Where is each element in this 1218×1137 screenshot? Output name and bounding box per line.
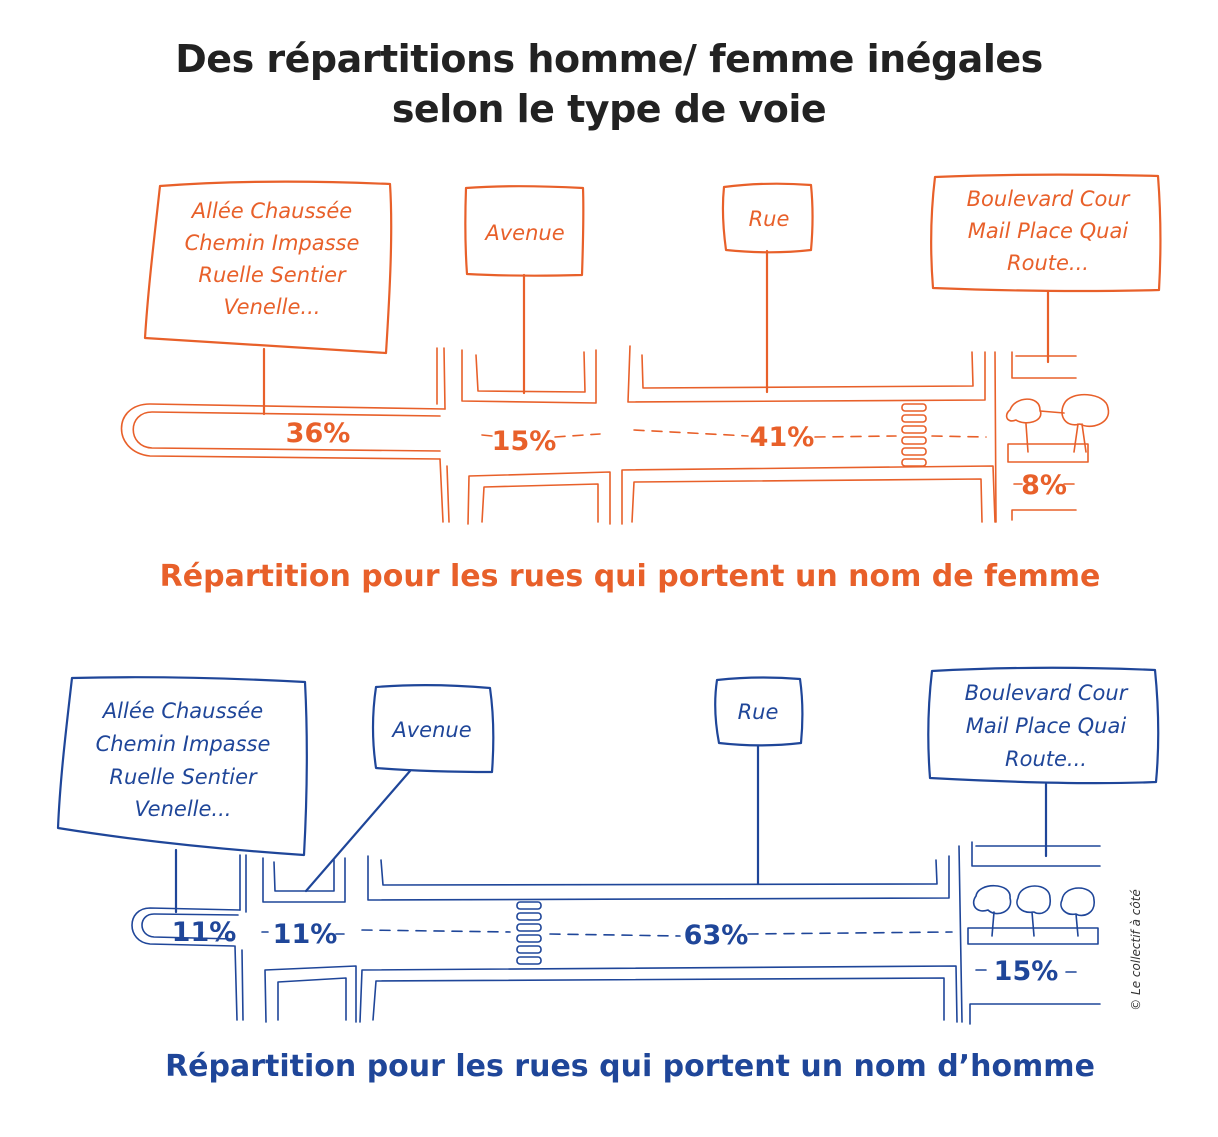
femme-pct-small-streets: 36% [286,418,351,449]
homme-crosswalk [516,901,542,965]
homme-diagram [56,666,1160,1025]
femme-label-line: Mail Place Quai [968,219,1129,243]
femme-rue-label: Rue [749,207,790,231]
homme-label-line: Ruelle Sentier [109,765,258,789]
homme-box-boulevard-label: Boulevard Cour Mail Place Quai Route... [965,681,1129,771]
femme-caption: Répartition pour les rues qui portent un… [160,559,1101,594]
page-title: Des répartitions homme/ femme inégales s… [0,34,1218,134]
femme-box-small-streets [143,180,393,355]
femme-pct-boulevard: 8% [1021,470,1067,501]
homme-caption: Répartition pour les rues qui portent un… [165,1049,1095,1084]
homme-pct-avenue: 11% [273,919,338,950]
homme-pct-small-streets: 11% [172,917,237,948]
femme-pct-avenue: 15% [492,426,557,457]
femme-label-line: Allée Chaussée [190,199,352,223]
homme-label-line: Allée Chaussée [101,699,263,723]
femme-label-line: Boulevard Cour [967,187,1131,211]
femme-label-line: Venelle... [224,295,321,319]
femme-diagram [120,173,1162,525]
title-line-1: Des répartitions homme/ femme inégales [175,37,1043,81]
femme-label-line: Ruelle Sentier [198,263,347,287]
credit-text: © Le collectif à côté [1129,889,1143,1011]
homme-label-line: Boulevard Cour [965,681,1129,705]
homme-label-line: Mail Place Quai [966,714,1127,738]
femme-avenue-label: Avenue [483,221,564,245]
homme-pct-boulevard: 15% [994,956,1059,987]
homme-box-small-streets-label: Allée Chaussée Chemin Impasse Ruelle Sen… [96,699,271,821]
homme-rue-label: Rue [738,700,779,724]
femme-label-line: Chemin Impasse [185,231,360,255]
homme-label-line: Route... [1005,747,1087,771]
homme-box-boulevard [927,666,1160,785]
femme-box-avenue [464,185,585,277]
femme-box-boulevard-label: Boulevard Cour Mail Place Quai Route... [967,187,1131,275]
homme-label-line: Venelle... [135,797,232,821]
homme-pct-rue: 63% [684,920,749,951]
homme-box-avenue [371,684,495,774]
femme-box-small-streets-label: Allée Chaussée Chemin Impasse Ruelle Sen… [185,199,360,319]
homme-label-line: Chemin Impasse [96,732,271,756]
femme-box-rue [721,182,814,254]
femme-label-line: Route... [1007,251,1089,275]
femme-box-boulevard [930,173,1162,293]
homme-box-rue [714,676,804,747]
title-line-2: selon le type de voie [391,87,827,131]
homme-avenue-label: Avenue [390,718,471,742]
femme-crosswalk [901,403,927,467]
homme-box-small-streets [56,676,308,857]
femme-pct-rue: 41% [750,422,815,453]
